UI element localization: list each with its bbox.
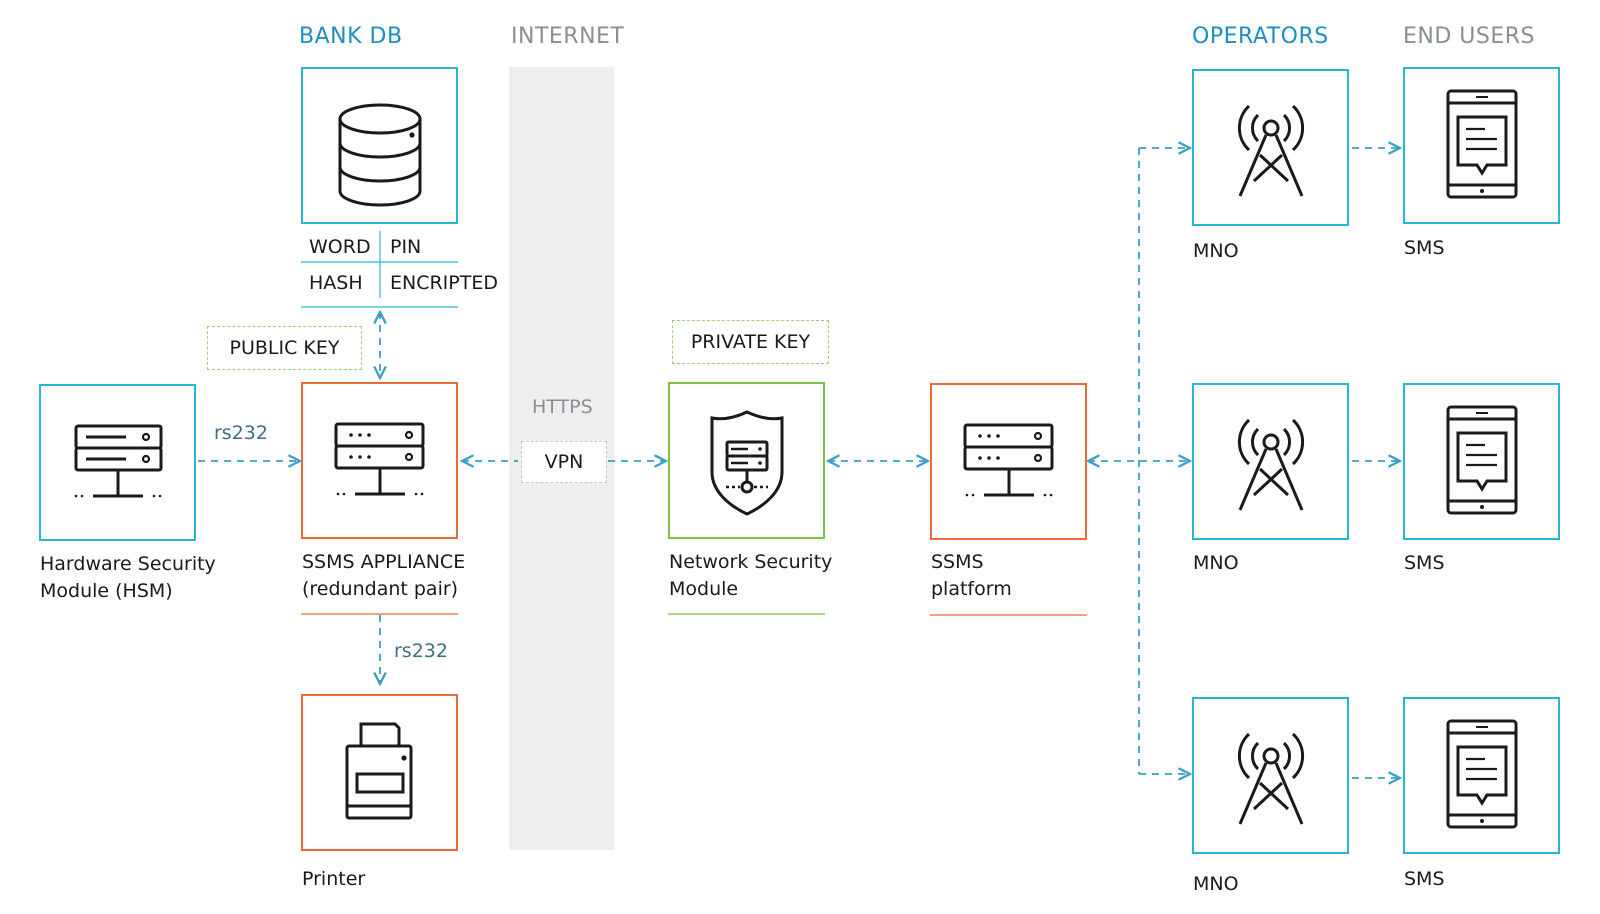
- tablet-message-icon: [1446, 89, 1518, 199]
- nsm-label-line2: Module: [669, 578, 739, 600]
- shield-server-icon: [710, 410, 784, 516]
- hsm-label-line2: Module (HSM): [40, 580, 173, 602]
- mno-node-3: [1192, 697, 1349, 854]
- sms-label-1: SMS: [1404, 237, 1445, 259]
- sms-node-2: [1403, 383, 1560, 540]
- hsm-label-line1: Hardware Security: [40, 553, 216, 575]
- network-security-module-node: [668, 382, 825, 539]
- appliance-label-line1: SSMS APPLIANCE: [302, 551, 466, 573]
- server-icon: [74, 424, 163, 498]
- private-key-tag: PRIVATE KEY: [672, 320, 829, 364]
- mno-label-3: MNO: [1193, 873, 1239, 895]
- hsm-node: [39, 384, 196, 541]
- printer-link-label: rs232: [394, 640, 448, 662]
- mno-node-2: [1192, 383, 1349, 540]
- bank-table-word: WORD: [309, 236, 371, 258]
- nsm-label: Network Security Module: [669, 549, 832, 603]
- header-bank-db: BANK DB: [299, 24, 403, 49]
- ssms-appliance-node: [301, 382, 458, 539]
- tablet-message-icon: [1446, 405, 1518, 515]
- appliance-label: SSMS APPLIANCE (redundant pair): [302, 549, 465, 603]
- bank-table-encripted: ENCRIPTED: [390, 272, 498, 294]
- nsm-label-line1: Network Security: [669, 551, 833, 573]
- header-operators: OPERATORS: [1192, 24, 1329, 49]
- public-key-tag: PUBLIC KEY: [207, 326, 362, 370]
- printer-label: Printer: [302, 868, 366, 890]
- cell-tower-icon: [1237, 418, 1305, 511]
- hsm-link-label: rs232: [214, 422, 268, 444]
- hsm-label: Hardware Security Module (HSM): [40, 551, 216, 605]
- cell-tower-icon: [1237, 732, 1305, 825]
- mno-label-2: MNO: [1193, 552, 1239, 574]
- sms-node-3: [1403, 697, 1560, 854]
- sms-label-2: SMS: [1404, 552, 1445, 574]
- bank-db-node: [301, 67, 458, 224]
- cell-tower-icon: [1237, 104, 1305, 197]
- platform-label-line2: platform: [931, 578, 1012, 600]
- appliance-label-line2: (redundant pair): [302, 578, 459, 600]
- mno-node-1: [1192, 69, 1349, 226]
- printer-icon: [345, 722, 413, 820]
- printer-node: [301, 694, 458, 851]
- mno-label-1: MNO: [1193, 240, 1239, 262]
- bank-table-pin: PIN: [390, 236, 422, 258]
- vpn-tag: VPN: [521, 441, 607, 483]
- platform-label-line1: SSMS: [931, 551, 984, 573]
- server-icon: [334, 422, 425, 496]
- header-internet: INTERNET: [511, 24, 625, 49]
- header-end-users: END USERS: [1403, 24, 1536, 49]
- ssms-platform-node: [930, 383, 1087, 540]
- bank-table-hash: HASH: [309, 272, 363, 294]
- sms-label-3: SMS: [1404, 868, 1445, 890]
- server-icon: [963, 423, 1054, 497]
- https-label: HTTPS: [532, 396, 593, 418]
- sms-node-1: [1403, 67, 1560, 224]
- tablet-message-icon: [1446, 719, 1518, 829]
- database-icon: [338, 103, 422, 207]
- platform-label: SSMS platform: [931, 549, 1012, 603]
